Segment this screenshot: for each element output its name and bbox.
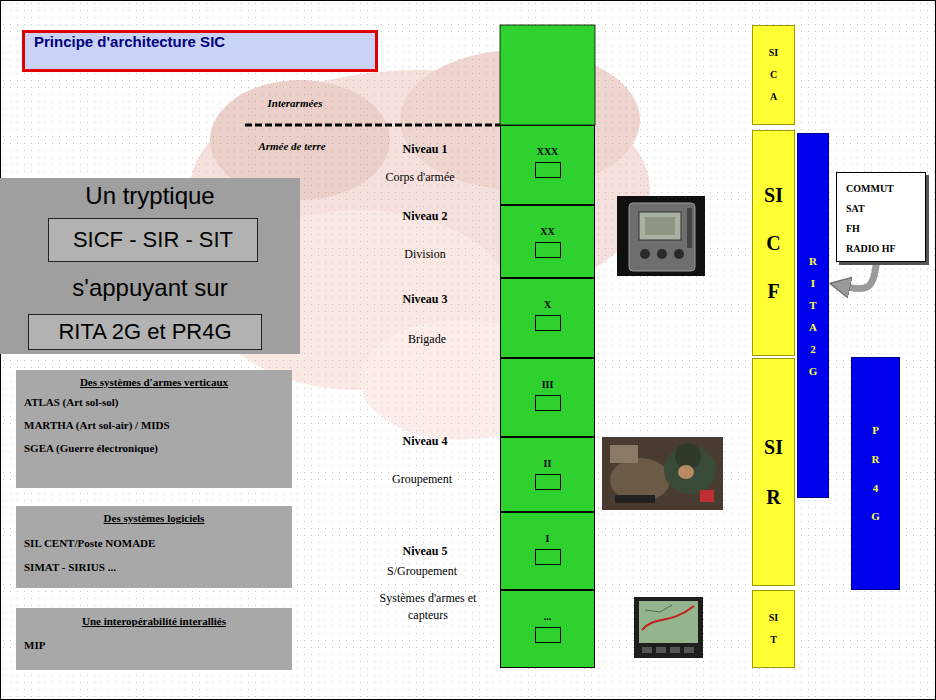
unit-symbol-box <box>535 627 561 643</box>
box-text: Des systèmes logiciels <box>16 512 292 525</box>
box-text: XX <box>501 226 594 238</box>
info-panel: Une interopérabilité interalliésMIP <box>16 608 292 670</box>
level-label: Systèmes d'armes et capteurs <box>371 590 485 624</box>
radio-photo <box>617 196 705 276</box>
unit-symbol-box <box>535 549 561 565</box>
level-label: S/Groupement <box>387 563 457 580</box>
scope-label: Armée de terre <box>258 139 325 154</box>
level-label: Niveau 4 <box>403 433 448 450</box>
box-text: ATLAS (Art sol-sol) <box>24 396 286 409</box>
box-text: MARTHA (Art sol-air) / MIDS <box>24 419 286 432</box>
level-segment: ... <box>500 590 595 668</box>
box-text: SAT <box>846 203 920 215</box>
green-band-top <box>500 25 595 125</box>
box-text: III <box>501 379 594 391</box>
level-label: Division <box>404 246 445 263</box>
interarmy-boundary <box>245 124 500 127</box>
level-segment: II <box>500 437 595 512</box>
scope-label: Interarmées <box>268 96 323 111</box>
level-label: Niveau 2 <box>403 208 448 225</box>
level-segment: XX <box>500 205 595 278</box>
vertical-band-label: SICF <box>764 171 784 315</box>
system-band: SIR <box>752 358 795 586</box>
box-text: RITA 2G et PR4G <box>29 319 261 344</box>
vertical-band-label: SIT <box>769 607 779 651</box>
info-panel: Des systèmes logicielsSIL CENT/Poste NOM… <box>16 506 292 588</box>
level-segment: X <box>500 278 595 358</box>
box-text: Des systèmes d'armes verticaux <box>16 376 292 389</box>
vertical-band-label: RITA 2G <box>808 250 819 382</box>
box-text: Une interopérabilité interalliés <box>16 615 292 628</box>
level-label: Niveau 5 <box>403 543 448 560</box>
system-band: SICF <box>752 130 795 356</box>
level-label: Corps d'armée <box>385 169 454 186</box>
level-segment: III <box>500 358 595 437</box>
level-segment: I <box>500 512 595 590</box>
box-text: I <box>501 533 594 545</box>
vertical-band-label: SIR <box>764 422 784 522</box>
unit-symbol-box <box>535 395 561 411</box>
box-text: SGEA (Guerre électronique) <box>24 442 286 455</box>
level-label: Brigade <box>408 331 446 348</box>
box-text: ... <box>501 611 594 623</box>
unit-symbol-box <box>535 315 561 331</box>
vertical-band-label: PR4G <box>870 416 881 530</box>
level-segment: XXX <box>500 125 595 205</box>
box-text: X <box>501 299 594 311</box>
diagram-title: Principe d'architecture SIC <box>25 33 375 50</box>
system-band: SIT <box>752 590 795 668</box>
network-band: RITA 2G <box>797 133 829 498</box>
level-label: Niveau 1 <box>403 141 448 158</box>
vertical-band-label: SICA <box>769 42 779 108</box>
title-box: Principe d'architecture SIC <box>22 30 378 72</box>
box-text: SICF - SIR - SIT <box>49 227 257 252</box>
level-label: Groupement <box>392 471 452 488</box>
network-box: RITA 2G et PR4G <box>28 314 262 350</box>
system-box: SICF - SIR - SIT <box>48 218 258 262</box>
unit-symbol-box <box>535 242 561 258</box>
transmission-means-box: COMMUT SAT FH RADIO HF <box>836 172 926 262</box>
box-text: Un tryptique <box>0 182 300 210</box>
box-text: RADIO HF <box>846 243 920 255</box>
network-band: PR4G <box>851 357 900 590</box>
box-text: FH <box>846 223 920 235</box>
system-band: SICA <box>752 25 795 125</box>
box-text: MIP <box>24 639 286 652</box>
soldier-photo <box>602 437 723 510</box>
box-text: XXX <box>501 146 594 158</box>
map-screen-photo <box>634 597 703 658</box>
unit-symbol-box <box>535 474 561 490</box>
box-text: s'appuyant sur <box>0 274 300 302</box>
box-text: II <box>501 458 594 470</box>
summary-panel: Un tryptique s'appuyant sur SICF - SIR - S… <box>0 178 300 354</box>
level-label: Niveau 3 <box>403 291 448 308</box>
curved-arrow <box>844 262 877 289</box>
box-text: SIMAT - SIRIUS ... <box>24 561 286 574</box>
unit-symbol-box <box>535 162 561 178</box>
box-text: COMMUT <box>846 183 920 195</box>
info-panel: Des systèmes d'armes verticauxATLAS (Art… <box>16 370 292 488</box>
box-text: SIL CENT/Poste NOMADE <box>24 537 286 550</box>
